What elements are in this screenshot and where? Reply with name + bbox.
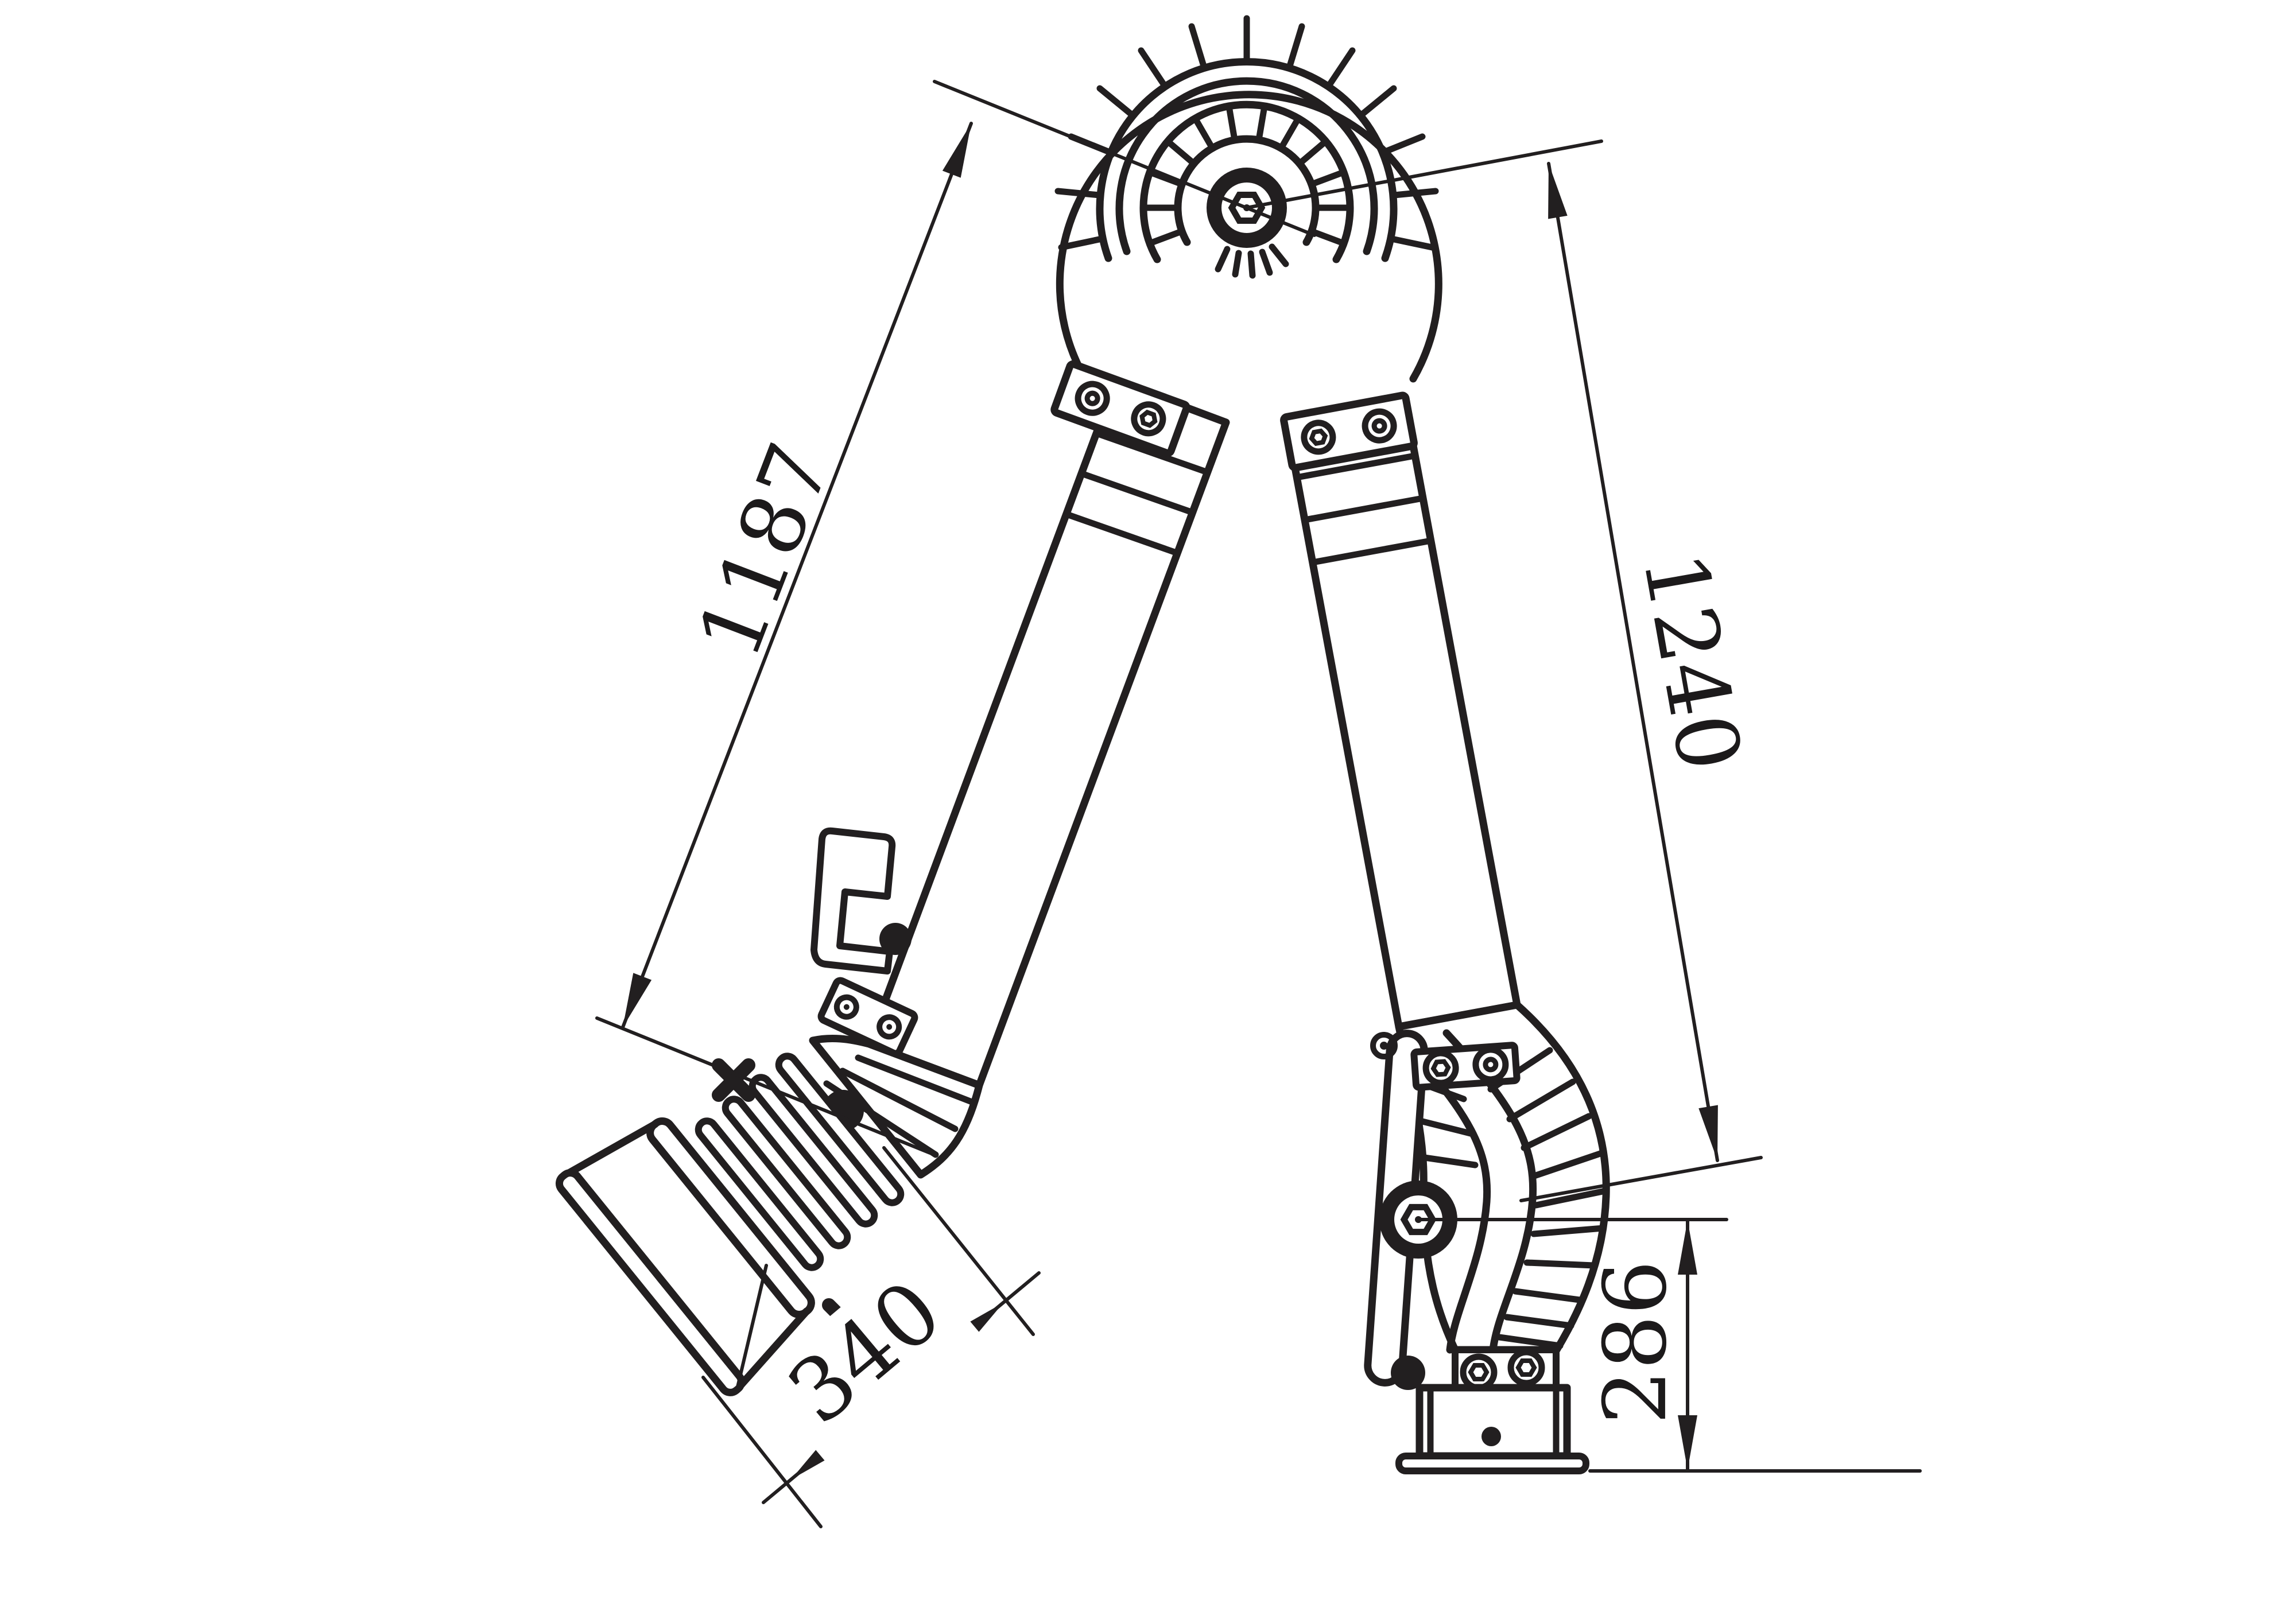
arrowhead <box>942 123 971 178</box>
base-plate <box>1395 1453 1589 1474</box>
upper-arm-tube <box>810 377 1230 1089</box>
hood-brace <box>735 1264 768 1391</box>
base-swivel-assembly <box>1364 1001 1610 1474</box>
arrowhead <box>1698 1105 1718 1160</box>
arrowhead <box>1678 1415 1697 1470</box>
handle-bracket <box>810 827 896 974</box>
inner-hose-ribs <box>1140 103 1353 247</box>
arrowhead <box>1548 164 1568 219</box>
arrowhead <box>623 973 652 1027</box>
right-arch-bracket <box>1280 391 1418 472</box>
mounting-base <box>1395 1384 1589 1474</box>
arrowhead <box>1678 1220 1697 1275</box>
dimension-label-base: 286 <box>1586 1260 1686 1424</box>
tube-bolt-dot <box>879 923 912 955</box>
base-hose-ribs <box>1406 1047 1609 1349</box>
dimension-base-286: 286 <box>1417 1218 1922 1473</box>
flex-hose-ribs <box>695 1053 905 1271</box>
lower-arm-tube <box>1283 398 1521 1031</box>
suction-hood <box>555 1053 905 1396</box>
outer-hose-ribs <box>1054 15 1439 251</box>
link-bottom-bolt <box>1391 1356 1425 1390</box>
base-top-bracket <box>1410 1042 1521 1091</box>
hub-fan-spokes <box>1215 243 1289 279</box>
elbow-bracket <box>817 977 918 1057</box>
hood-elbow <box>809 977 983 1179</box>
dimension-label-lower-arm: 1240 <box>1623 545 1760 778</box>
dimension-label-upper-arm: 1187 <box>679 430 851 671</box>
top-swivel-joint <box>1050 15 1442 472</box>
left-arch-bracket <box>1050 360 1190 457</box>
